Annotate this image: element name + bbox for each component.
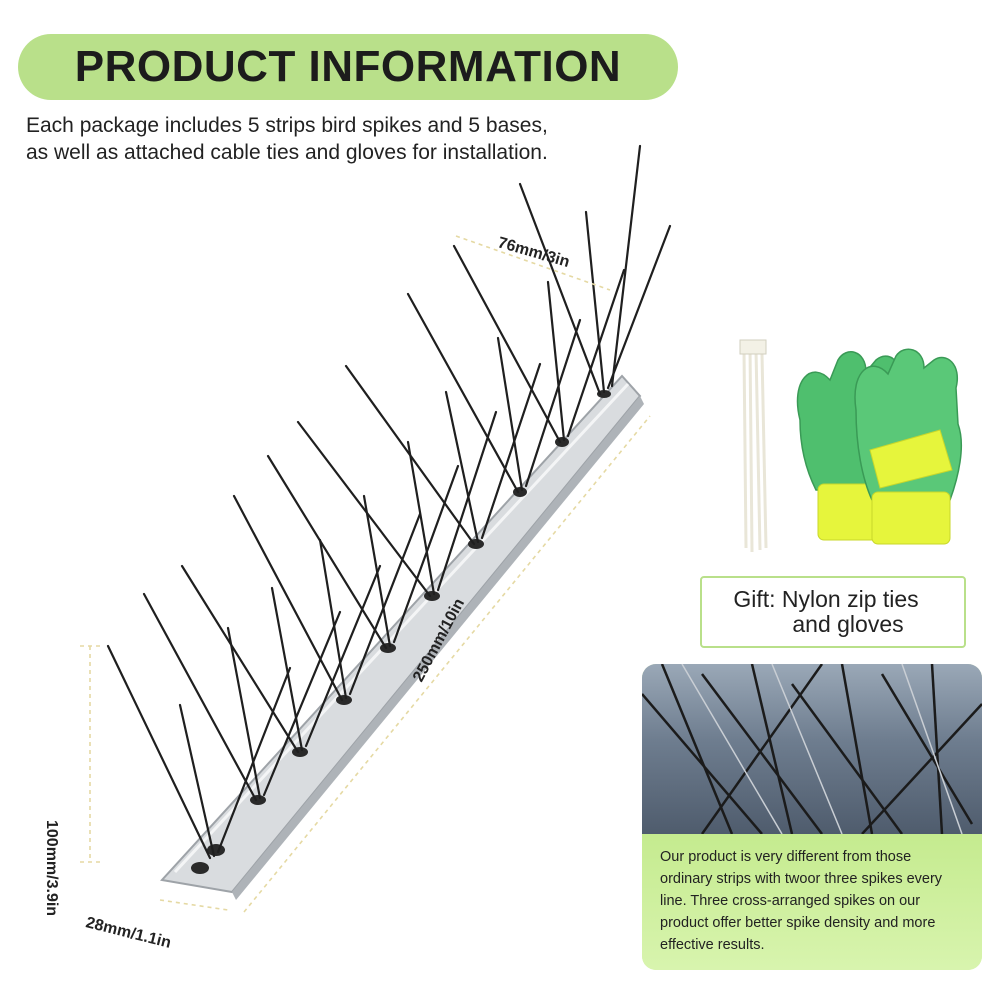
zip-ties-illustration [739, 339, 768, 553]
feature-line-1: Our product is very different from those [660, 849, 912, 865]
gift-line-2: and gloves [792, 611, 904, 637]
feature-line-5: effective results. [660, 937, 765, 953]
intro-line-2: as well as attached cable ties and glove… [26, 141, 548, 164]
spike-closeup-photo [642, 664, 982, 835]
dimension-guides [80, 235, 651, 913]
feature-card-background [642, 834, 982, 970]
intro-line-1: Each package includes 5 strips bird spik… [26, 114, 548, 137]
feature-card-text: Our product is very different from those… [660, 846, 978, 956]
spike-wires [106, 144, 672, 860]
gift-line-1: Gift: Nylon zip ties [733, 586, 919, 612]
intro-text: Each package includes 5 strips bird spik… [26, 112, 666, 166]
page-title: PRODUCT INFORMATION [74, 42, 622, 91]
gloves-illustration [796, 348, 963, 545]
feature-line-4: product offer better spike density and m… [660, 915, 936, 931]
gift-callout: Gift: Nylon zip ties and gloves [700, 576, 966, 648]
title-banner: PRODUCT INFORMATION [18, 34, 678, 100]
feature-card: Our product is very different from those… [642, 664, 982, 970]
closeup-spikes [642, 664, 982, 835]
feature-line-2: ordinary strips with twoor three spikes … [660, 871, 943, 887]
feature-line-3: line. Three cross-arranged spikes on our [660, 893, 921, 909]
